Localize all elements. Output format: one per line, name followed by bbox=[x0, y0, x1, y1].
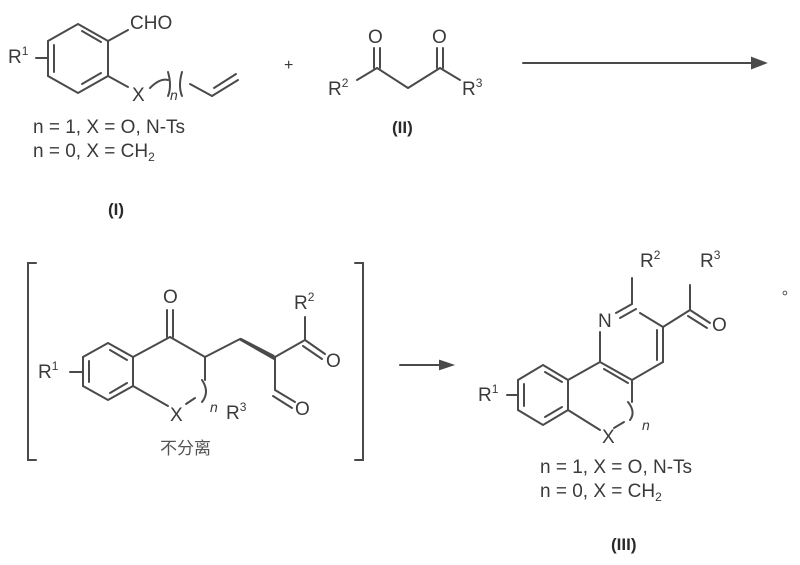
reactant-2-oxygen-left: O bbox=[368, 27, 383, 48]
product-r3-label: R3 bbox=[700, 248, 721, 272]
compound-label-II: (II) bbox=[392, 118, 413, 137]
product-x-label: X bbox=[602, 427, 615, 448]
compound-label-I: (I) bbox=[108, 200, 125, 219]
product-conditions: n = 1, X = O, N-Ts n = 0, X = CH2 bbox=[540, 457, 693, 504]
intermediate-oxygen-r3: O bbox=[295, 399, 310, 420]
right-bracket bbox=[354, 262, 364, 461]
intermediate-r1-label: R1 bbox=[38, 359, 59, 383]
period-mark: 。 bbox=[782, 281, 798, 298]
reactant-2-diketone bbox=[356, 47, 461, 89]
reactant-2-r2-label: R2 bbox=[328, 76, 349, 100]
product-n-label: n bbox=[642, 417, 650, 433]
intermediate-ketone-oxygen: O bbox=[163, 287, 178, 308]
reactant-1-n-label: n bbox=[170, 87, 178, 103]
intermediate-note-not-isolated: 不分离 bbox=[160, 439, 211, 459]
intermediate-n-label: n bbox=[210, 399, 218, 415]
reaction-arrow-1 bbox=[522, 56, 768, 70]
intermediate-r3-label: R3 bbox=[226, 400, 247, 424]
product-nitrogen: N bbox=[598, 311, 612, 332]
product-oxygen: O bbox=[712, 315, 727, 336]
plus-sign: + bbox=[284, 57, 294, 74]
product-r2-label: R2 bbox=[640, 248, 661, 272]
reactant-1-x-label: X bbox=[132, 85, 145, 106]
reactant-2-r3-label: R3 bbox=[462, 76, 483, 100]
intermediate-structure bbox=[69, 309, 326, 409]
reaction-arrow-2 bbox=[399, 359, 456, 371]
intermediate-x-label: X bbox=[170, 405, 183, 426]
reactant-1-r1-label: R1 bbox=[8, 44, 29, 68]
intermediate-oxygen-r2: O bbox=[326, 351, 341, 372]
product-r1-label: R1 bbox=[478, 382, 499, 406]
intermediate-r2-label: R2 bbox=[294, 290, 315, 314]
reactant-1-benzene-ring bbox=[35, 22, 239, 97]
compound-label-III: (III) bbox=[611, 535, 637, 554]
product-structure bbox=[506, 277, 711, 431]
left-bracket bbox=[27, 262, 37, 461]
reactant-1-cho-label: CHO bbox=[130, 13, 173, 34]
reactant-1-conditions: n = 1, X = O, N-Ts n = 0, X = CH2 bbox=[33, 117, 186, 164]
reactant-2-oxygen-right: O bbox=[432, 27, 447, 48]
